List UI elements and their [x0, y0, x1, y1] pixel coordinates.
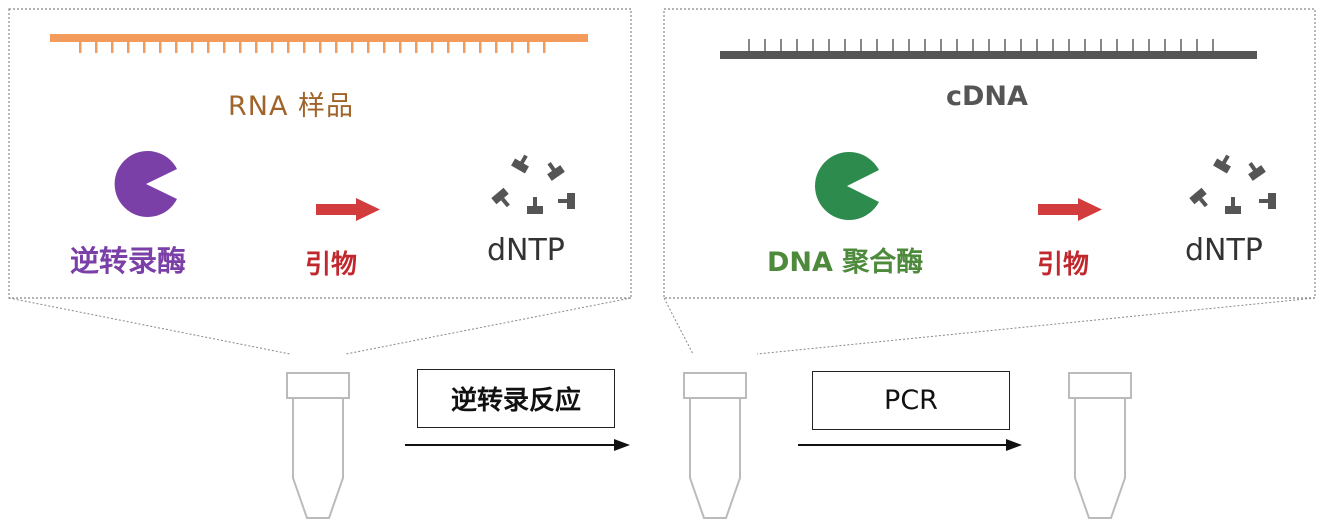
- rna-base-tick: [239, 42, 242, 53]
- cdna-backbone: [720, 51, 1257, 59]
- zoom-line: [345, 297, 632, 355]
- cdna-base-tick: [1180, 39, 1182, 51]
- rna-base-tick: [495, 42, 498, 53]
- cdna-base-tick: [940, 39, 942, 51]
- rna-sample-label: RNA 样品: [228, 91, 355, 122]
- cdna-base-tick: [1164, 39, 1166, 51]
- pcr-step: PCR: [812, 371, 1010, 430]
- cdna-base-tick: [956, 39, 958, 51]
- reverse-transcription-step: 逆转录反应: [417, 369, 615, 428]
- rna-backbone: [50, 34, 588, 42]
- cdna-base-tick: [1068, 39, 1070, 51]
- cdna-base-tick: [1100, 39, 1102, 51]
- rna-base-tick: [271, 42, 274, 53]
- rna-base-tick: [543, 42, 546, 53]
- rna-base-tick: [383, 42, 386, 53]
- dntp-label: dNTP: [1185, 233, 1263, 268]
- rna-base-tick: [319, 42, 322, 53]
- rna-base-tick: [111, 42, 114, 53]
- cdna-base-tick: [764, 39, 766, 51]
- rna-base-tick: [175, 42, 178, 53]
- cdna-base-tick: [1020, 39, 1022, 51]
- reverse-transcriptase-label: 逆转录酶: [70, 244, 187, 278]
- rna-base-tick: [527, 42, 530, 53]
- rna-base-tick: [95, 42, 98, 53]
- cdna-base-tick: [780, 39, 782, 51]
- sample-tube-icon: [1068, 372, 1132, 519]
- rna-base-tick: [479, 42, 482, 53]
- zoom-line: [8, 297, 291, 355]
- cdna-base-tick: [828, 39, 830, 51]
- cdna-base-tick: [812, 39, 814, 51]
- rna-base-tick: [463, 42, 466, 53]
- rna-base-tick: [255, 42, 258, 53]
- cdna-base-tick: [1036, 39, 1038, 51]
- rna-base-tick: [287, 42, 290, 53]
- zoom-line: [663, 297, 694, 355]
- dna-polymerase-icon: [815, 152, 879, 221]
- rna-base-tick: [351, 42, 354, 53]
- primer-arrow-icon: [316, 198, 380, 221]
- rna-base-tick: [431, 42, 434, 53]
- cdna-base-tick: [908, 39, 910, 51]
- dntp-cluster-icon: [1189, 154, 1276, 214]
- cdna-label: cDNA: [946, 81, 1028, 112]
- cdna-base-tick: [748, 39, 750, 51]
- cdna-base-tick: [972, 39, 974, 51]
- cdna-base-tick: [860, 39, 862, 51]
- cdna-base-tick: [1116, 39, 1118, 51]
- cdna-strand: [720, 39, 1257, 59]
- cdna-base-tick: [1084, 39, 1086, 51]
- reverse-transcriptase-icon: [114, 151, 177, 217]
- cdna-base-tick: [1148, 39, 1150, 51]
- primer-arrow-icon: [1038, 198, 1102, 221]
- process-arrow-icon: [798, 439, 1022, 451]
- rna-strand: [50, 34, 588, 53]
- cdna-base-tick: [892, 39, 894, 51]
- rna-base-tick: [367, 42, 370, 53]
- rna-base-tick: [399, 42, 402, 53]
- rna-base-tick: [127, 42, 130, 53]
- dna-polymerase-label: DNA 聚合酶: [767, 247, 924, 278]
- rna-base-tick: [223, 42, 226, 53]
- cdna-base-tick: [844, 39, 846, 51]
- rna-base-tick: [447, 42, 450, 53]
- cdna-base-tick: [796, 39, 798, 51]
- rna-base-tick: [511, 42, 514, 53]
- rna-base-tick: [415, 42, 418, 53]
- dntp-label: dNTP: [487, 233, 565, 268]
- rna-base-tick: [335, 42, 338, 53]
- cdna-base-tick: [1052, 39, 1054, 51]
- rna-base-tick: [303, 42, 306, 53]
- process-arrow-icon: [405, 439, 630, 451]
- cdna-base-tick: [1132, 39, 1134, 51]
- left-panel-border: [8, 8, 632, 299]
- rna-base-tick: [159, 42, 162, 53]
- sample-tube-icon: [286, 372, 350, 519]
- cdna-base-tick: [876, 39, 878, 51]
- rna-base-tick: [79, 42, 82, 53]
- rna-base-tick: [143, 42, 146, 53]
- zoom-line: [756, 297, 1316, 355]
- cdna-base-tick: [1212, 39, 1214, 51]
- primer-label: 引物: [305, 250, 358, 280]
- sample-tube-icon: [683, 372, 747, 519]
- cdna-base-tick: [1196, 39, 1198, 51]
- rna-base-tick: [207, 42, 210, 53]
- right-panel-border: [663, 8, 1316, 299]
- cdna-base-tick: [924, 39, 926, 51]
- cdna-base-tick: [1004, 39, 1006, 51]
- rna-base-tick: [191, 42, 194, 53]
- dntp-cluster-icon: [491, 154, 575, 214]
- cdna-base-tick: [988, 39, 990, 51]
- primer-label: 引物: [1037, 250, 1090, 280]
